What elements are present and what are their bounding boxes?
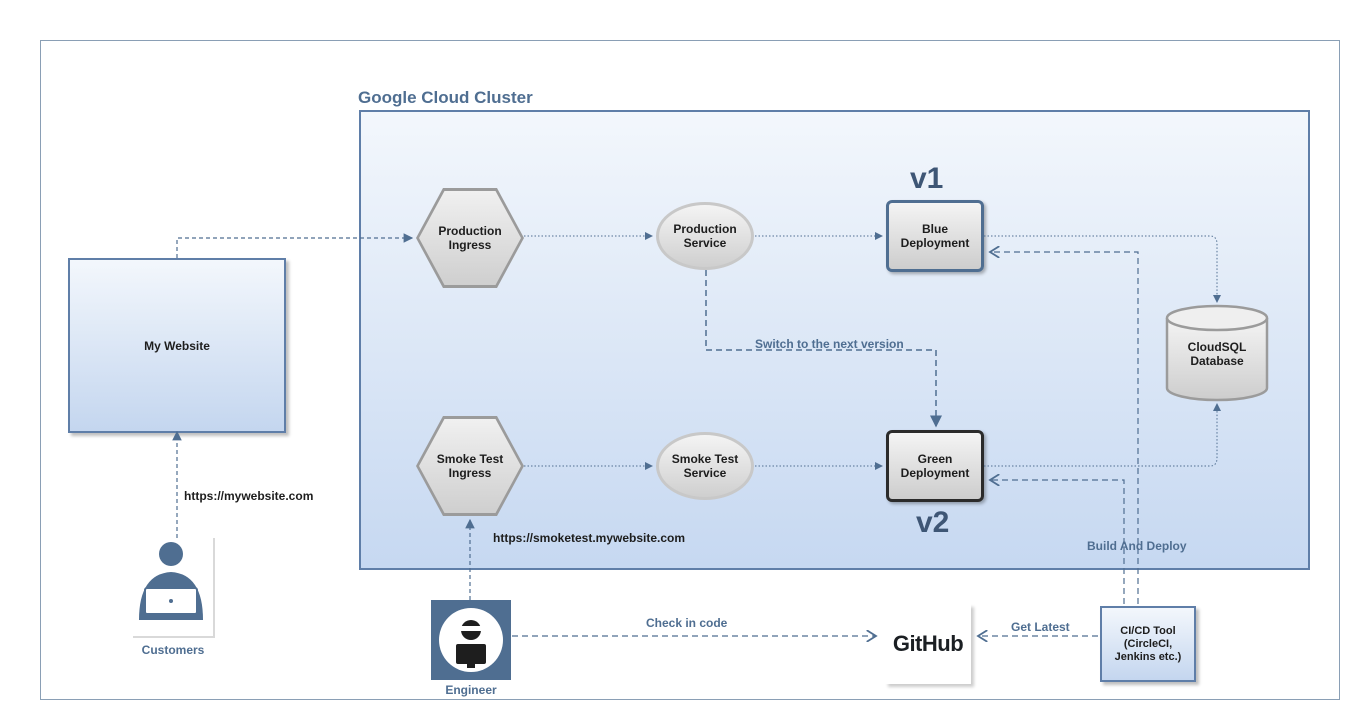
get-latest-label: Get Latest — [1011, 620, 1070, 634]
customers-box[interactable] — [133, 538, 215, 638]
github-logo-text: GitHub — [892, 631, 964, 656]
diagram-frame — [40, 40, 1340, 700]
smoke-ingress-label-1: Smoke Test — [436, 452, 504, 466]
production-ingress-label-1: Production — [438, 224, 502, 238]
smoke-service-label-2: Service — [683, 466, 727, 480]
github-node[interactable]: GitHub — [885, 604, 971, 684]
blue-deployment-node[interactable]: Blue Deployment — [886, 200, 984, 272]
edge-switch-version — [705, 270, 942, 428]
cicd-label-2: (CircleCI, — [1123, 637, 1173, 650]
version-v2-label: v2 — [916, 506, 950, 539]
database-label-1: CloudSQL — [1187, 340, 1247, 354]
customer-person-icon — [139, 542, 203, 620]
smoke-service-label-1: Smoke Test — [671, 452, 739, 466]
cicd-label-1: CI/CD Tool — [1120, 624, 1176, 637]
switch-version-label: Switch to the next version — [755, 337, 904, 351]
my-website-label: My Website — [144, 338, 210, 353]
smoke-test-service-node[interactable]: Smoke Test Service — [656, 432, 754, 500]
customers-label: Customers — [141, 643, 205, 657]
engineer-label: Engineer — [445, 683, 497, 697]
green-deployment-label-1: Green — [917, 452, 953, 466]
engineer-box[interactable] — [431, 600, 511, 680]
blue-deployment-label-2: Deployment — [900, 236, 970, 250]
version-v1-label: v1 — [910, 162, 944, 195]
database-label[interactable]: CloudSQL Database — [1167, 340, 1267, 368]
google-cloud-cluster — [359, 110, 1310, 570]
production-service-node[interactable]: Production Service — [656, 202, 754, 270]
blue-deployment-label-1: Blue — [921, 222, 948, 236]
edge-cicd-to-blue — [990, 252, 1139, 604]
website-url-label: https://mywebsite.com — [184, 489, 314, 503]
build-and-deploy-label: Build And Deploy — [1087, 539, 1187, 553]
green-deployment-label-2: Deployment — [900, 466, 970, 480]
edge-website-to-production-ingress — [176, 233, 414, 258]
engineer-person-icon — [439, 608, 503, 672]
production-service-label-2: Service — [683, 236, 727, 250]
check-in-code-label: Check in code — [646, 616, 728, 630]
smoke-ingress-label-2: Ingress — [448, 466, 492, 480]
edge-blue-to-database — [984, 235, 1221, 303]
edge-green-to-database — [984, 403, 1221, 467]
green-deployment-node[interactable]: Green Deployment — [886, 430, 984, 502]
edge-cicd-to-green — [990, 480, 1125, 604]
cicd-label-3: Jenkins etc.) — [1114, 650, 1182, 663]
cicd-tool-node[interactable]: CI/CD Tool (CircleCI, Jenkins etc.) — [1100, 606, 1196, 682]
production-service-label-1: Production — [673, 222, 737, 236]
cluster-title: Google Cloud Cluster — [358, 88, 533, 107]
production-ingress-label-2: Ingress — [448, 238, 492, 252]
smoketest-url-label: https://smoketest.mywebsite.com — [493, 531, 686, 545]
database-label-2: Database — [1190, 354, 1244, 368]
